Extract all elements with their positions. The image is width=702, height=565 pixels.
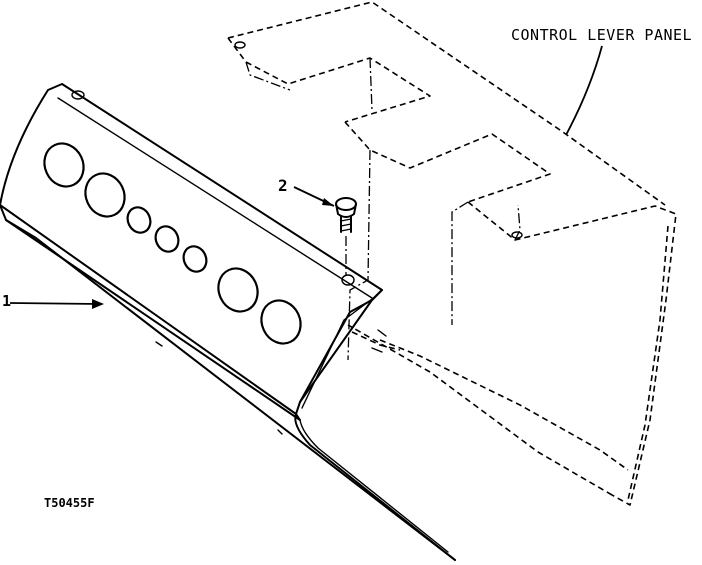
gauge-hole <box>182 245 208 273</box>
gauge-holes <box>43 142 302 345</box>
gauge-hole <box>260 299 302 345</box>
callout-1-label: 1 <box>2 292 12 310</box>
screw-part-2 <box>335 197 357 275</box>
gauge-hole <box>217 267 259 313</box>
callout-2-arrowhead <box>322 198 334 206</box>
gauge-hole <box>43 142 85 188</box>
control-lever-panel-leader <box>565 45 603 136</box>
gauge-hole <box>154 225 180 253</box>
control-lever-panel-label: CONTROL LEVER PANEL <box>511 26 693 44</box>
figure-number-label: T50455F <box>44 496 95 510</box>
cover-panel-part-1 <box>0 83 456 561</box>
callout-1-leader <box>9 302 101 305</box>
callout-2-label: 2 <box>278 176 288 195</box>
callout-1-arrowhead <box>92 299 104 309</box>
control-lever-panel-outline <box>227 1 677 506</box>
gauge-hole <box>126 206 152 234</box>
gauge-hole <box>84 172 126 218</box>
